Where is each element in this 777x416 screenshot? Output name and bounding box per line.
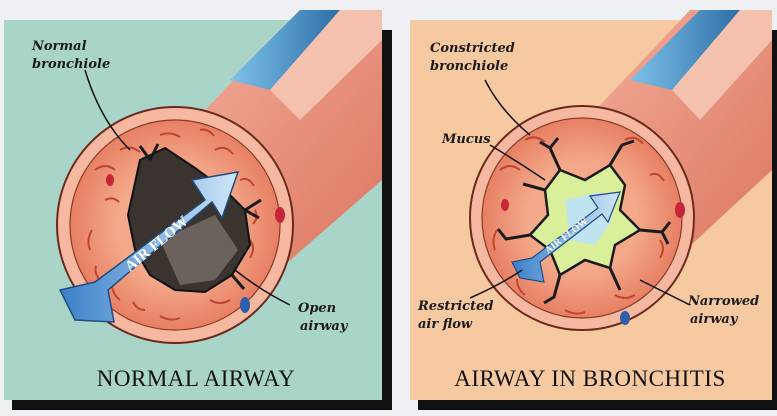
blood-vessel — [106, 174, 114, 186]
blood-vessel — [501, 199, 509, 211]
label-constricted-bronchiole: Constricted — [430, 41, 515, 56]
label-narrowed-airway-2: airway — [690, 312, 739, 327]
label-normal-bronchiole-2: bronchiole — [32, 57, 110, 72]
blood-vessel — [240, 297, 250, 313]
label-restricted-air-flow-2: air flow — [418, 317, 473, 332]
panel-normal: AIR FLOW Normal bronchiole Open airway N… — [4, 10, 392, 410]
blood-vessel — [275, 207, 285, 223]
label-restricted-air-flow: Restricted — [417, 299, 493, 314]
label-mucus: Mucus — [441, 132, 491, 147]
label-open-airway-2: airway — [300, 319, 349, 334]
label-narrowed-airway: Narrowed — [687, 294, 759, 309]
caption-airway-in-bronchitis: AIRWAY IN BRONCHITIS — [454, 366, 726, 391]
caption-normal-airway: NORMAL AIRWAY — [97, 366, 295, 391]
blood-vessel — [675, 202, 685, 218]
panel-bronchitis: AIR FLOW Constricted bronchiole Mucus Re… — [410, 10, 777, 410]
label-constricted-bronchiole-2: bronchiole — [430, 59, 508, 74]
blood-vessel — [620, 311, 630, 325]
label-open-airway: Open — [298, 301, 336, 316]
label-normal-bronchiole: Normal — [31, 39, 87, 54]
